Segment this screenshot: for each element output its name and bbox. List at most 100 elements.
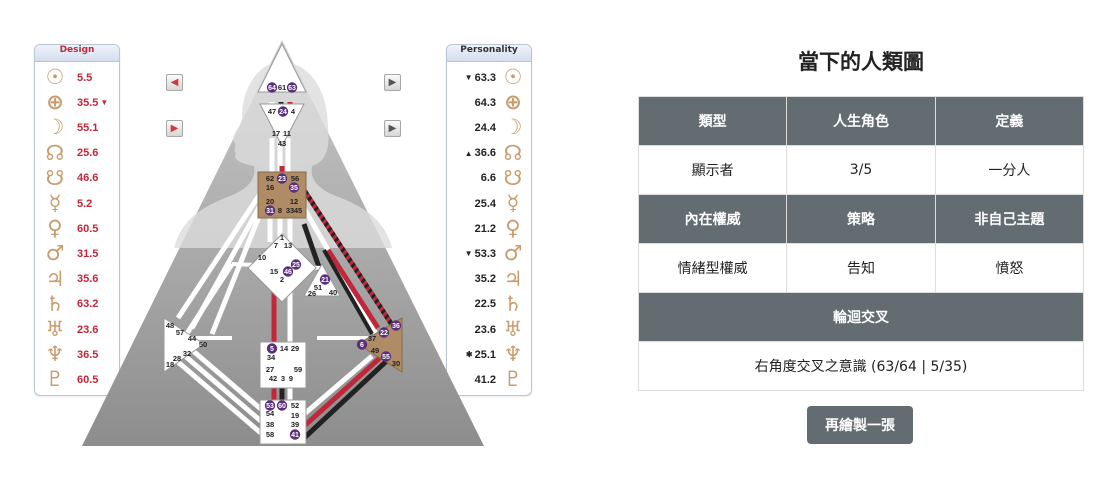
gate-57: 57 (176, 328, 184, 337)
gate-59: 59 (294, 365, 302, 374)
gate-50: 50 (199, 340, 207, 349)
personality-planet-column: Personality ▼63.3☉64.3⊕24.4☽▲36.6☊6.6☋25… (446, 44, 532, 396)
design-planet-row: ☋46.6 (35, 166, 119, 191)
gate-number: 10 (258, 253, 266, 262)
arrow-right-icon: ▶ (388, 122, 397, 134)
active-gate-marker (282, 266, 294, 277)
design-prev-button[interactable]: ◀ (166, 74, 183, 91)
strategy-value: 告知 (786, 243, 936, 293)
personality-gate-line: 23.6 (474, 323, 496, 336)
gate-26: 26 (308, 289, 316, 298)
gate-54: 54 (266, 409, 275, 418)
active-gate-marker (390, 320, 402, 331)
design-planet-row: ♀60.5 (35, 216, 119, 241)
uranus-icon: ♅ (503, 317, 523, 341)
gate-number: 40 (329, 288, 337, 297)
personality-planet-row: 22.5 ♄ (447, 292, 531, 317)
incarnation-cross-header: 輪迴交叉 (638, 292, 1084, 342)
gate-32: 32 (183, 349, 191, 358)
gate-18: 18 (166, 360, 174, 369)
design-header: Design (35, 45, 119, 62)
design-planet-column: Design ☉5.5⊕35.5▼☽55.1☊25.6☋46.6☿5.2♀60.… (34, 44, 120, 396)
gate-number: 54 (266, 409, 275, 418)
personality-planet-row: 35.2♃ (447, 267, 531, 292)
gate-number: 24 (279, 109, 287, 116)
mars-icon: ♂ (503, 241, 523, 266)
gate-27: 27 (266, 365, 274, 374)
gate-number: 38 (266, 420, 274, 429)
saturn-icon: ♄ (503, 291, 523, 316)
gate-51: 51 (314, 283, 322, 292)
gate-30: 30 (392, 359, 400, 368)
gate-number: 59 (294, 365, 302, 374)
active-gate-marker (356, 339, 368, 350)
gate-number: 14 (280, 344, 289, 353)
design-next-button[interactable]: ▶ (166, 120, 183, 137)
gate-number: 13 (284, 241, 292, 250)
active-gate-marker (288, 182, 300, 193)
active-gate-marker (264, 205, 276, 216)
gate-number: 18 (166, 360, 174, 369)
personality-gate-line: 64.3 (474, 96, 496, 109)
gate-number: 61 (278, 83, 286, 92)
gate-19: 19 (291, 411, 299, 420)
personality-gate-line: 21.2 (474, 222, 496, 235)
south-node-icon: ☋ (503, 165, 523, 190)
gate-56: 56 (291, 174, 299, 183)
gate-61: 61 (278, 83, 286, 92)
gate-number: 28 (173, 354, 181, 363)
gate-number: 17 (272, 129, 280, 138)
gate-63: 63 (286, 82, 298, 93)
gate-47: 47 (268, 107, 276, 116)
gate-12: 12 (290, 197, 298, 206)
mars-icon: ♂ (45, 241, 65, 266)
venus-icon: ♀ (505, 216, 521, 241)
design-gate-line: 35.6 (77, 273, 99, 286)
neptune-icon: ♆ (45, 342, 65, 367)
gate-24: 24 (277, 106, 289, 117)
gate-23: 23 (276, 173, 288, 184)
design-planet-row: ☿5.2 (35, 191, 119, 216)
gate-number: 56 (291, 174, 299, 183)
gate-6: 6 (356, 339, 368, 350)
profile-header: 人生角色 (786, 96, 936, 146)
personality-planet-row: 25.4☿ (447, 191, 531, 216)
personality-planet-row: ▲36.6☊ (447, 141, 531, 166)
redraw-button[interactable]: 再繪製一張 (807, 406, 913, 444)
personality-gate-line: 22.5 (474, 298, 496, 311)
spleen-center (163, 317, 205, 373)
gate-29: 29 (291, 344, 299, 353)
gate-10: 10 (258, 253, 266, 262)
personality-gate-line: 36.6 (474, 147, 496, 160)
design-planet-row: ☉5.5 (35, 65, 119, 90)
gate-35: 35 (288, 182, 300, 193)
gate-49: 49 (371, 346, 379, 355)
personality-next-button[interactable]: ▶ (384, 120, 401, 137)
gate-41: 41 (289, 429, 301, 440)
design-gate-line: 5.2 (77, 197, 93, 210)
gate-number: 26 (308, 289, 316, 298)
personality-planet-row: ▼63.3☉ (447, 65, 531, 90)
gate-number: 45 (294, 206, 302, 215)
gate-16: 16 (266, 183, 274, 192)
arrow-right-icon: ▶ (388, 76, 397, 88)
gate-number: 46 (284, 269, 292, 276)
personality-prev-button[interactable]: ▶ (384, 74, 401, 91)
design-gate-line: 60.5 (77, 373, 99, 386)
gate-55: 55 (380, 351, 392, 362)
gate-3: 3 (281, 374, 285, 383)
personality-planet-row: 24.4☽ (447, 115, 531, 140)
personality-planet-row: ✱25.1♆ (447, 342, 531, 367)
design-gate-line: 25.6 (77, 147, 99, 160)
fixing-arrow-icon: ✱ (465, 350, 473, 360)
gate-number: 44 (188, 334, 197, 343)
active-gate-marker (276, 400, 288, 411)
design-planet-row: ♂31.5 (35, 241, 119, 266)
personality-planet-row: 41.2♇ (447, 367, 531, 392)
gate-38: 38 (266, 420, 274, 429)
earth-icon: ⊕ (504, 90, 522, 115)
personality-gate-line: 53.3 (474, 247, 496, 260)
gate-22: 22 (378, 327, 390, 338)
gate-number: 58 (266, 430, 274, 439)
